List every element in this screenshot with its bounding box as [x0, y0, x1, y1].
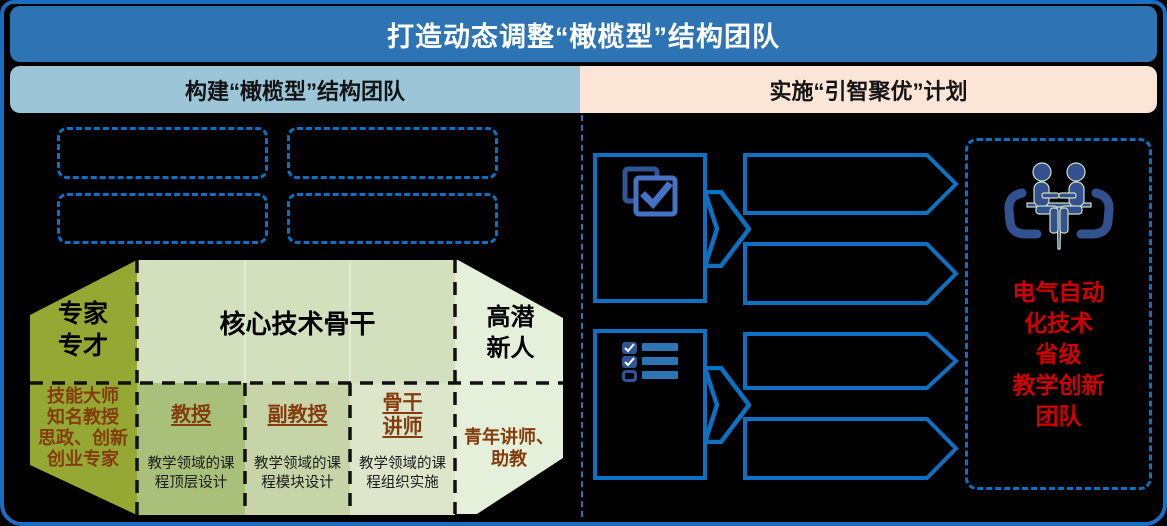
team-result-label: 电气自动 化技术 省级 教学创新 团队	[1012, 279, 1105, 429]
chevron-arrow-2	[703, 366, 751, 444]
olive-structure-diagram: 专家 专才 核心技术骨干 高潜 新人 技能大师 知名教授 思政、创新 创业专家 …	[25, 258, 570, 518]
olive-shape-graphic	[30, 260, 563, 515]
banner-title: 打造动态调整“橄榄型”结构团队	[387, 21, 780, 52]
newcomer-segment-title: 高潜 新人	[486, 304, 535, 362]
pentagon-arrow-4	[743, 417, 959, 480]
plan-source-box-2	[593, 329, 707, 480]
pentagon-arrow-3	[743, 332, 959, 390]
pentagon-arrow-1	[743, 153, 959, 215]
expert-segment-title: 专家 专才	[57, 300, 108, 360]
role-title: 教授	[171, 404, 211, 426]
role-column-associate-professor: 副教授 教学领域的课 程模块设计	[245, 383, 350, 515]
dashed-placeholder-box-2	[287, 127, 498, 179]
role-description: 教学领域的课 程顶层设计	[147, 456, 235, 491]
meeting-table-icon	[1003, 162, 1114, 250]
expert-segment-description: 技能大师 知名教授 思政、创新 创业专家	[38, 386, 128, 469]
dashed-placeholder-box-4	[287, 193, 498, 244]
role-column-professor: 教授 教学领域的课 程顶层设计	[137, 383, 245, 515]
role-column-key-lecturer: 骨干 讲师 教学领域的课 程组织实施	[350, 383, 455, 515]
plan-source-box-1	[593, 153, 707, 303]
pentagon-arrow-2	[743, 242, 959, 305]
checklist-icon	[622, 342, 678, 382]
newcomer-segment-description: 青年讲师、 助教	[464, 427, 554, 469]
left-section-header-label: 构建“橄榄型”结构团队	[184, 78, 405, 104]
dashed-placeholder-box-3	[57, 193, 268, 244]
right-section-header: 实施“引智聚优”计划	[580, 66, 1157, 113]
role-title: 骨干 讲师	[382, 392, 423, 438]
role-description: 教学领域的课 程模块设计	[254, 456, 341, 491]
role-description: 教学领域的课 程组织实施	[359, 456, 446, 491]
chevron-arrow-1	[703, 190, 751, 268]
core-segment-title: 核心技术骨干	[219, 309, 376, 339]
role-title: 副教授	[267, 404, 328, 426]
team-result-box: 电气自动 化技术 省级 教学创新 团队	[965, 138, 1152, 490]
dashed-placeholder-box-1	[57, 127, 268, 179]
banner: 打造动态调整“橄榄型”结构团队	[10, 6, 1157, 62]
section-divider	[581, 115, 583, 517]
left-section-header: 构建“橄榄型”结构团队	[10, 66, 580, 113]
approval-stack-icon	[622, 166, 678, 217]
right-section-header-label: 实施“引智聚优”计划	[769, 78, 968, 104]
